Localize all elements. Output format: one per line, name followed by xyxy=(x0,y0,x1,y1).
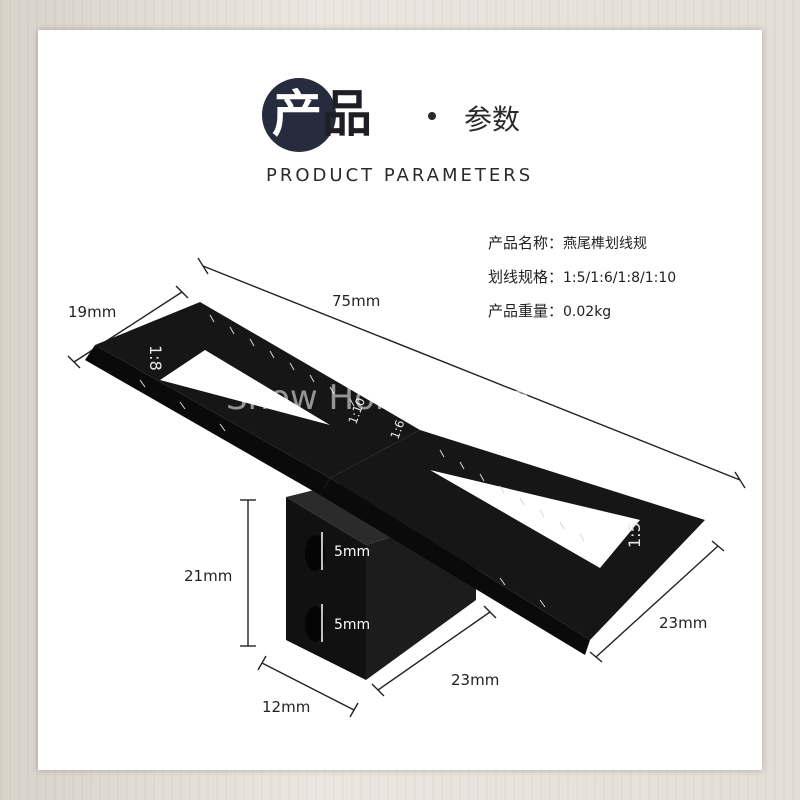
ratio-mark-right: 1:5 xyxy=(625,522,644,548)
ruler-tick xyxy=(559,521,565,530)
blade-right-edge xyxy=(320,478,590,655)
dim-tick xyxy=(67,355,81,369)
title-separator-dot xyxy=(428,112,436,120)
ruler-tick xyxy=(249,338,255,347)
ratio-mark-center-b: 1:6 xyxy=(388,418,408,441)
spec-label: 划线规格： xyxy=(488,268,564,286)
dim-tick xyxy=(175,285,189,299)
dim-tick xyxy=(589,651,603,663)
dim-label-block-height: 21mm xyxy=(184,567,233,585)
hole-top xyxy=(305,535,325,571)
dim-tick xyxy=(371,683,385,697)
ruler-tick xyxy=(309,374,315,383)
dim-tick xyxy=(349,702,359,718)
ruler-tick xyxy=(349,398,355,407)
spec-value: 0.02kg xyxy=(563,304,612,320)
watermark: Snow Home Store xyxy=(226,378,530,418)
spec-row: 产品重量：0.02kg xyxy=(488,300,676,334)
ruler-tick xyxy=(229,326,235,335)
dim-tick xyxy=(197,257,209,275)
dim-line-right-width xyxy=(595,545,719,658)
ratio-mark-left: 1:8 xyxy=(146,345,165,371)
ruler-tick xyxy=(289,362,295,371)
spec-label: 产品名称： xyxy=(488,234,564,252)
dim-label-block-length: 23mm xyxy=(451,671,500,689)
block-front xyxy=(286,497,366,680)
dim-line-length xyxy=(202,265,741,481)
hole-label-top: 5mm xyxy=(334,544,371,560)
dim-label-block-width: 12mm xyxy=(262,698,311,716)
title-suffix: 参数 xyxy=(464,103,521,136)
ruler-tick xyxy=(219,423,226,432)
title-part1: 产 xyxy=(272,85,322,143)
ruler-tick xyxy=(579,533,585,542)
hole-label-bottom: 5mm xyxy=(334,617,371,633)
ruler-tick xyxy=(539,509,545,518)
hole-bottom xyxy=(305,606,325,642)
ruler-tick xyxy=(539,599,546,608)
ruler-tick xyxy=(499,485,505,494)
ruler-tick xyxy=(329,386,335,395)
dimension-lines xyxy=(67,257,746,718)
ruler-tick xyxy=(479,473,485,482)
blade-cutout-left xyxy=(160,350,330,425)
subtitle-en: PRODUCT PARAMETERS xyxy=(266,165,534,186)
spec-row: 划线规格：1:5/1:6/1:8/1:10 xyxy=(488,266,676,300)
dim-line-block-width xyxy=(261,662,355,711)
ruler-blade: 1:8 1:5 1:10 1:6 xyxy=(85,302,705,655)
spec-list: 产品名称：燕尾榫划线规 划线规格：1:5/1:6/1:8/1:10 产品重量：0… xyxy=(488,232,676,334)
ruler-tick xyxy=(209,314,215,323)
ruler-tick xyxy=(519,497,525,506)
dim-tick xyxy=(711,540,725,552)
ruler-tick xyxy=(179,401,186,410)
spec-row: 产品名称：燕尾榫划线规 xyxy=(488,232,676,266)
dim-tick xyxy=(483,605,497,619)
spec-value: 燕尾榫划线规 xyxy=(563,236,648,252)
ruler-tick xyxy=(139,379,146,388)
dim-tick xyxy=(734,471,746,489)
dim-label-right-width: 23mm xyxy=(659,614,708,632)
dim-label-length: 75mm xyxy=(332,292,381,310)
dim-tick xyxy=(257,655,267,671)
blade-right xyxy=(330,430,705,640)
ruler-ticks xyxy=(139,314,585,608)
title-badge xyxy=(262,78,336,152)
dim-line-block-length xyxy=(377,611,491,691)
ruler-tick xyxy=(499,577,506,586)
ruler-tick xyxy=(439,449,445,458)
ruler-tick xyxy=(459,461,465,470)
blade-cutout-right xyxy=(430,470,640,568)
spec-value: 1:5/1:6/1:8/1:10 xyxy=(563,270,677,286)
page-title: 产品 xyxy=(272,82,372,146)
ruler-tick xyxy=(269,350,275,359)
dim-label-end-width: 19mm xyxy=(68,303,117,321)
spec-label: 产品重量： xyxy=(488,302,564,320)
title-part2: 品 xyxy=(322,85,372,143)
blade-left-edge xyxy=(85,345,330,495)
